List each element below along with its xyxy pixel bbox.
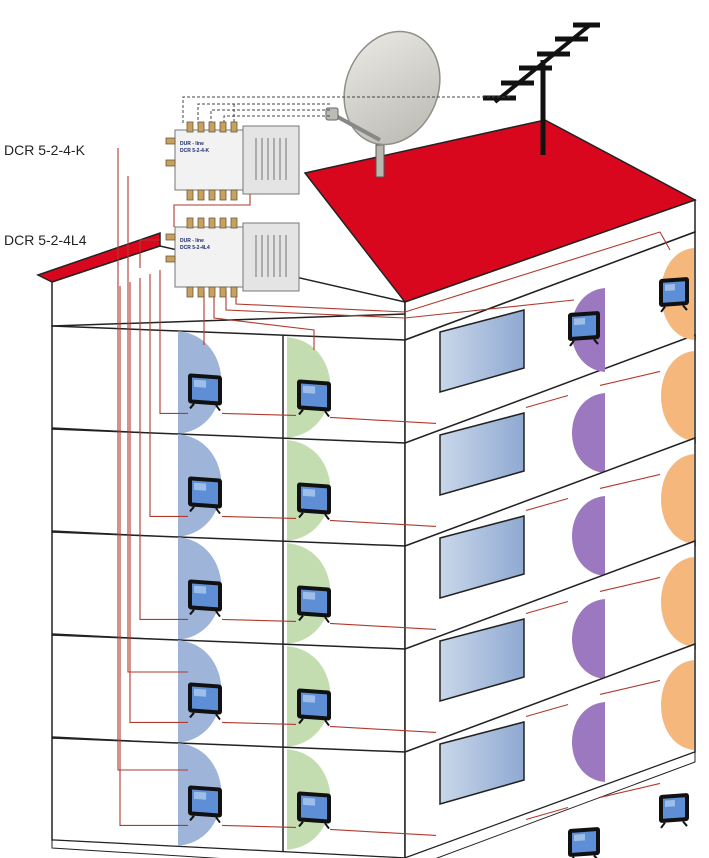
terrestrial-antenna-icon bbox=[483, 22, 600, 155]
input-port bbox=[219, 121, 227, 133]
roof-tvs bbox=[568, 248, 694, 372]
input-port bbox=[197, 217, 205, 229]
room-zone-orange bbox=[661, 351, 694, 441]
input-port bbox=[197, 121, 205, 133]
floor bbox=[51, 642, 696, 858]
side-port bbox=[165, 233, 176, 241]
output-port bbox=[219, 286, 227, 298]
tv-icon bbox=[188, 579, 222, 618]
input-port bbox=[186, 217, 194, 229]
tv-icon bbox=[188, 373, 222, 412]
coax-cables bbox=[117, 148, 671, 837]
room-zone-purple bbox=[572, 599, 605, 679]
device-brand-top: DUR - line bbox=[180, 141, 204, 147]
room-zone-purple bbox=[572, 702, 605, 782]
input-port bbox=[208, 121, 216, 133]
window bbox=[439, 618, 525, 702]
tv-icon bbox=[659, 793, 689, 829]
tv-icon bbox=[297, 585, 331, 624]
output-port bbox=[230, 286, 238, 298]
tv-icon bbox=[568, 827, 600, 858]
satellite-dish-icon bbox=[325, 30, 441, 178]
input-port bbox=[230, 217, 238, 229]
window bbox=[439, 309, 525, 393]
device-model-top: DCR 5-2-4-K bbox=[180, 148, 210, 154]
input-port bbox=[219, 217, 227, 229]
tv-icon bbox=[659, 277, 689, 313]
device-model-bottom: DCR 5-2-4L4 bbox=[180, 245, 210, 251]
room-zone-orange bbox=[661, 660, 694, 750]
room-zone-orange bbox=[661, 454, 694, 544]
tv-icon bbox=[188, 682, 222, 721]
label-bottom-multiswitch: DCR 5-2-4L4 bbox=[4, 232, 87, 248]
side-port bbox=[165, 137, 176, 145]
output-port bbox=[208, 286, 216, 298]
output-port bbox=[186, 286, 194, 298]
input-port bbox=[186, 121, 194, 133]
input-port bbox=[230, 121, 238, 133]
output-port bbox=[219, 189, 227, 201]
label-top-multiswitch: DCR 5-2-4-K bbox=[4, 142, 85, 158]
window bbox=[439, 515, 525, 599]
tv-icon bbox=[297, 688, 331, 727]
tv-icon bbox=[297, 482, 331, 521]
output-port bbox=[186, 189, 194, 201]
room-zone-purple bbox=[572, 496, 605, 576]
room-zone-orange bbox=[661, 557, 694, 647]
tv-icon bbox=[568, 311, 600, 347]
side-port bbox=[165, 255, 176, 263]
output-port bbox=[208, 189, 216, 201]
output-port bbox=[230, 189, 238, 201]
tv-icon bbox=[188, 785, 222, 824]
window bbox=[439, 721, 525, 805]
input-port bbox=[208, 217, 216, 229]
multiswitch-top[interactable]: DUR - line DCR 5-2-4-K bbox=[165, 121, 300, 201]
side-port bbox=[165, 159, 176, 167]
output-port bbox=[197, 286, 205, 298]
device-brand-bottom: DUR - line bbox=[180, 238, 204, 244]
tv-icon bbox=[188, 476, 222, 515]
output-port bbox=[197, 189, 205, 201]
tv-icon bbox=[297, 791, 331, 830]
multiswitch-bottom[interactable]: DUR - line DCR 5-2-4L4 bbox=[165, 217, 300, 298]
room-zone-purple bbox=[572, 393, 605, 473]
tv-icon bbox=[297, 379, 331, 418]
window bbox=[439, 412, 525, 496]
